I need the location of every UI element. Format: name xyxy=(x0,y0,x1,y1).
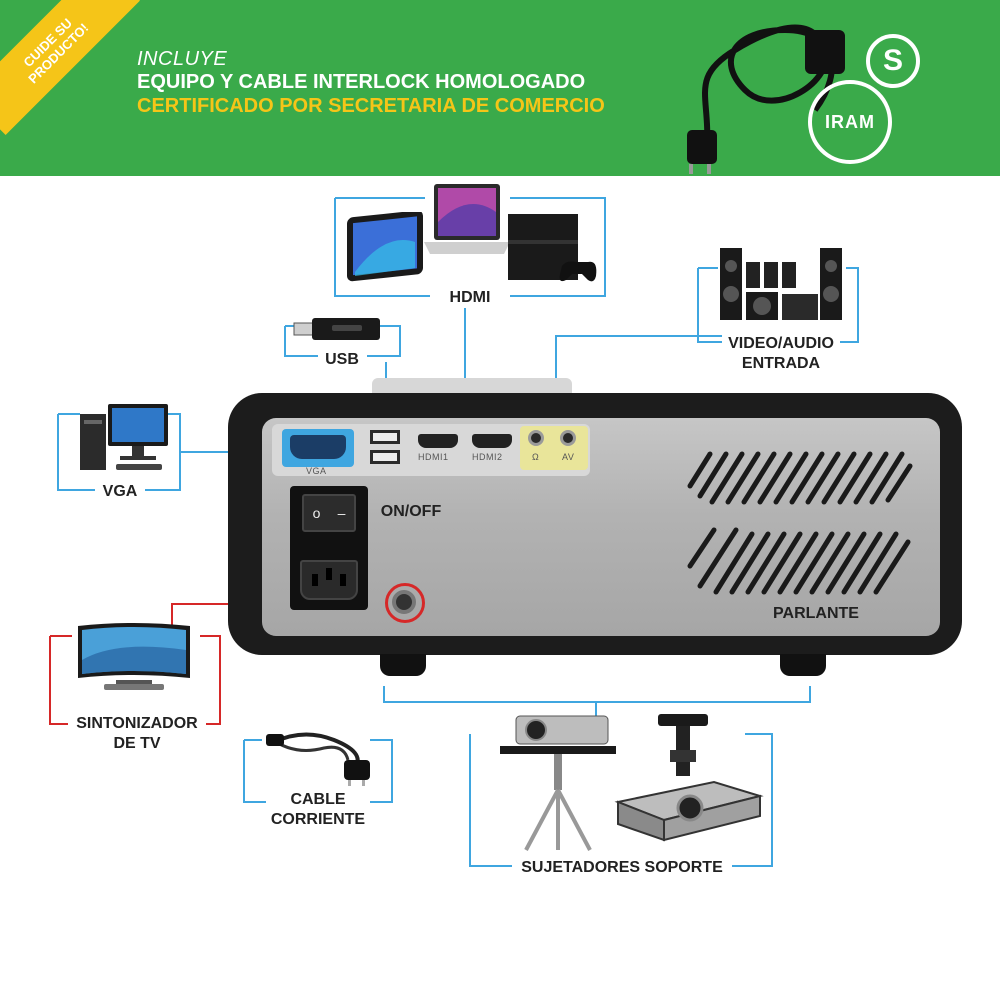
promo-banner: CUIDE SU PRODUCTO! INCLUYE EQUIPO Y CABL… xyxy=(0,0,1000,176)
banner-line-includes: INCLUYE xyxy=(137,48,228,70)
label-video-audio-line1: VIDEO/AUDIO xyxy=(728,335,834,352)
label-hdmi: HDMI xyxy=(432,288,508,308)
hdmi2-caption: HDMI2 xyxy=(472,452,503,462)
tablet-icon xyxy=(347,212,423,282)
label-usb: USB xyxy=(318,350,366,370)
iram-seal: IRAM xyxy=(808,80,892,164)
label-sujetadores: SUJETADORES SOPORTE xyxy=(512,858,732,878)
banner-line-equipment: EQUIPO Y CABLE INTERLOCK HOMOLOGADO xyxy=(137,71,586,93)
projector-foot-left xyxy=(380,654,426,676)
label-sintonizador-line1: SINTONIZADOR xyxy=(76,715,198,732)
hdmi1-port[interactable] xyxy=(418,434,458,448)
switch-on-symbol: – xyxy=(337,505,346,521)
vga-port-caption: VGA xyxy=(306,466,327,476)
switch-off-symbol: o xyxy=(312,505,321,521)
label-sintonizador: SINTONIZADOR DE TV xyxy=(68,714,206,754)
game-console-icon xyxy=(508,214,597,282)
vga-port[interactable] xyxy=(290,435,346,459)
hdmi1-caption: HDMI1 xyxy=(418,452,449,462)
av-caption: AV xyxy=(562,452,575,462)
certification-seal-s: S xyxy=(866,34,920,88)
headphone-caption: Ω xyxy=(532,452,540,462)
av-jack[interactable] xyxy=(560,430,576,446)
label-parlante: PARLANTE xyxy=(773,605,859,622)
laptop-icon xyxy=(424,184,510,254)
banner-line-certified: CERTIFICADO POR SECRETARIA DE COMERCIO xyxy=(137,95,605,117)
power-cable-icon xyxy=(266,732,370,786)
label-on-off: ON/OFF xyxy=(380,503,442,520)
usb-port-1[interactable] xyxy=(370,430,400,444)
speaker-grille xyxy=(687,451,913,595)
label-cable: CABLE CORRIENTE xyxy=(266,790,370,830)
power-switch[interactable]: o – xyxy=(302,494,356,532)
label-cable-line2: CORRIENTE xyxy=(270,811,366,828)
power-inlet[interactable] xyxy=(300,560,358,600)
power-cord-icon xyxy=(687,24,845,174)
label-sintonizador-line2: DE TV xyxy=(113,735,161,752)
usb-stick-icon xyxy=(293,318,380,340)
usb-port-2[interactable] xyxy=(370,450,400,464)
headphone-jack[interactable] xyxy=(528,430,544,446)
label-video-audio-line2: ENTRADA xyxy=(741,355,821,372)
hdmi2-port[interactable] xyxy=(472,434,512,448)
television-icon xyxy=(78,623,190,690)
ceiling-mount-icon xyxy=(614,714,764,842)
tripod-stand-icon xyxy=(500,715,616,851)
tv-jack-highlight xyxy=(385,583,425,623)
speaker-system-icon xyxy=(720,248,842,320)
desktop-pc-icon xyxy=(80,404,168,470)
label-cable-line1: CABLE xyxy=(290,791,346,808)
projector-foot-right xyxy=(780,654,826,676)
banner-headline: INCLUYE EQUIPO Y CABLE INTERLOCK HOMOLOG… xyxy=(137,48,605,118)
label-video-audio: VIDEO/AUDIO ENTRADA xyxy=(722,334,840,374)
label-vga: VGA xyxy=(95,482,145,502)
